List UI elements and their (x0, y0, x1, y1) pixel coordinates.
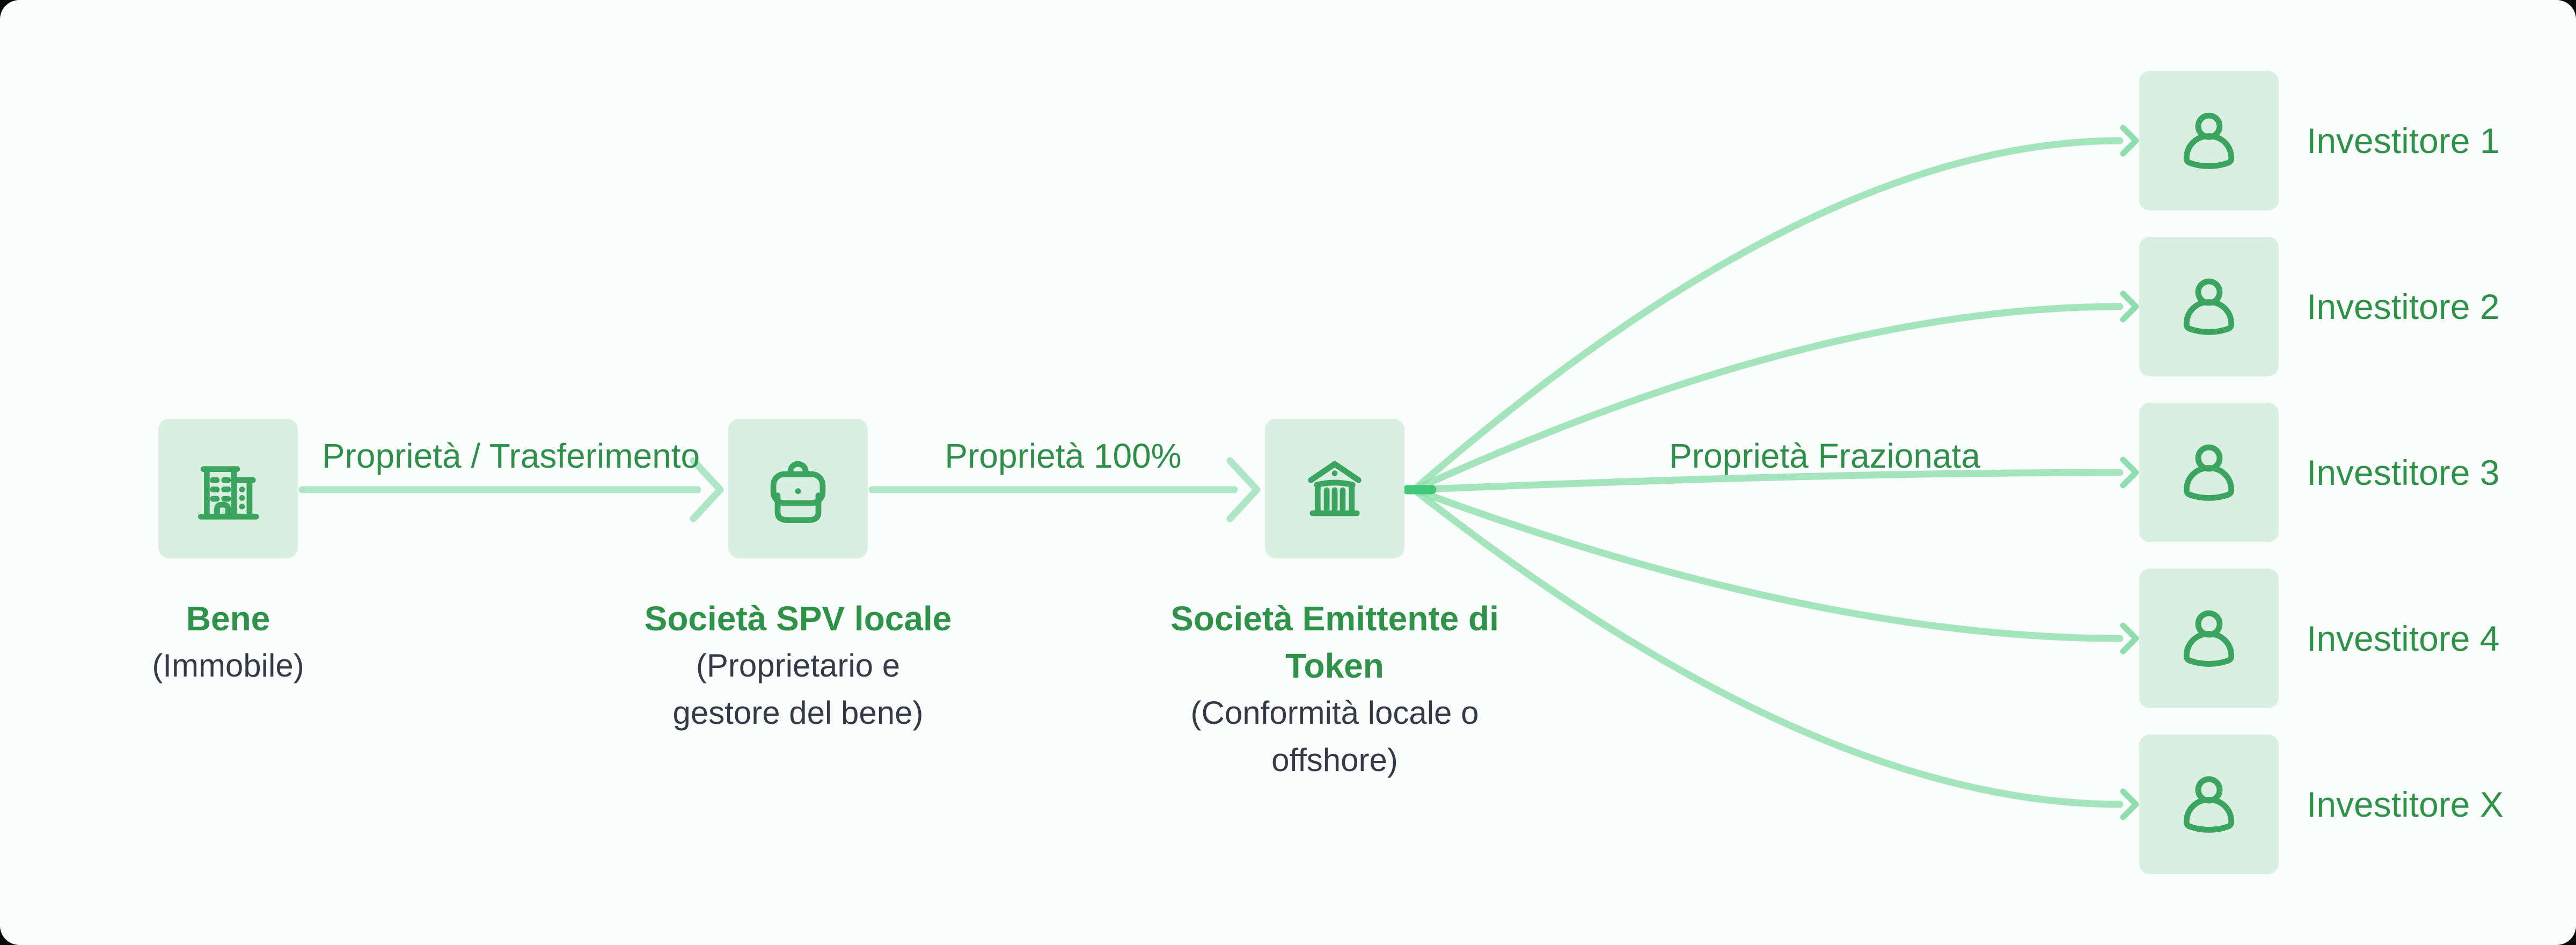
node-spv-caption: Società SPV locale (Proprietario e gesto… (573, 595, 1023, 737)
arrowhead-icon (2120, 125, 2139, 157)
node-subtitle: (Immobile) (152, 648, 304, 684)
node-investor-1 (2139, 71, 2279, 210)
person-icon (2183, 610, 2235, 667)
bank-icon (1308, 461, 1362, 517)
investor-label-1: Investitore 1 (2307, 121, 2500, 161)
fan-arrows-emittente-to-investors (1410, 137, 2124, 808)
arrowhead-icon (690, 457, 724, 522)
person-icon (2183, 112, 2235, 169)
arrow-bene-to-spv (298, 457, 724, 522)
arrowhead-icon (2120, 290, 2139, 323)
node-subtitle: (Conformità locale o offshore) (1190, 695, 1479, 778)
node-emittente-caption: Società Emittente di Token (Conformità l… (1109, 595, 1560, 784)
edge-label-trasferimento: Proprietà / Trasferimento (321, 437, 700, 475)
person-icon (2183, 776, 2235, 833)
node-investor-x (2139, 735, 2279, 874)
edge-label-proprieta-100: Proprietà 100% (945, 437, 1182, 475)
investor-label-4: Investitore 4 (2307, 619, 2500, 658)
node-spv (728, 419, 868, 558)
node-title: Bene (186, 599, 270, 638)
arrow-spv-to-emittente (868, 457, 1261, 522)
node-emittente (1265, 419, 1404, 558)
arrowhead-icon (2120, 788, 2139, 820)
node-title: Società SPV locale (644, 599, 952, 638)
building-icon (197, 466, 259, 520)
node-bene (158, 419, 298, 558)
arrowhead-icon (1226, 457, 1261, 522)
node-bene-caption: Bene (Immobile) (3, 595, 453, 689)
edge-label-proprieta-frazionata: Proprietà Frazionata (1669, 437, 1980, 475)
fan-arrowheads (2120, 125, 2139, 820)
person-icon (2183, 444, 2235, 501)
investor-label-3: Investitore 3 (2307, 453, 2500, 492)
node-investor-2 (2139, 237, 2279, 376)
investor-label-2: Investitore 2 (2307, 287, 2500, 326)
node-title: Società Emittente di Token (1170, 599, 1499, 685)
investor-label-x: Investitore X (2307, 784, 2504, 824)
arrowhead-icon (2120, 456, 2139, 489)
node-subtitle: (Proprietario e gestore del bene) (672, 648, 924, 731)
briefcase-icon (770, 461, 826, 523)
node-investor-4 (2139, 569, 2279, 708)
person-icon (2183, 278, 2235, 335)
arrowhead-icon (2120, 622, 2139, 655)
node-investor-3 (2139, 403, 2279, 542)
